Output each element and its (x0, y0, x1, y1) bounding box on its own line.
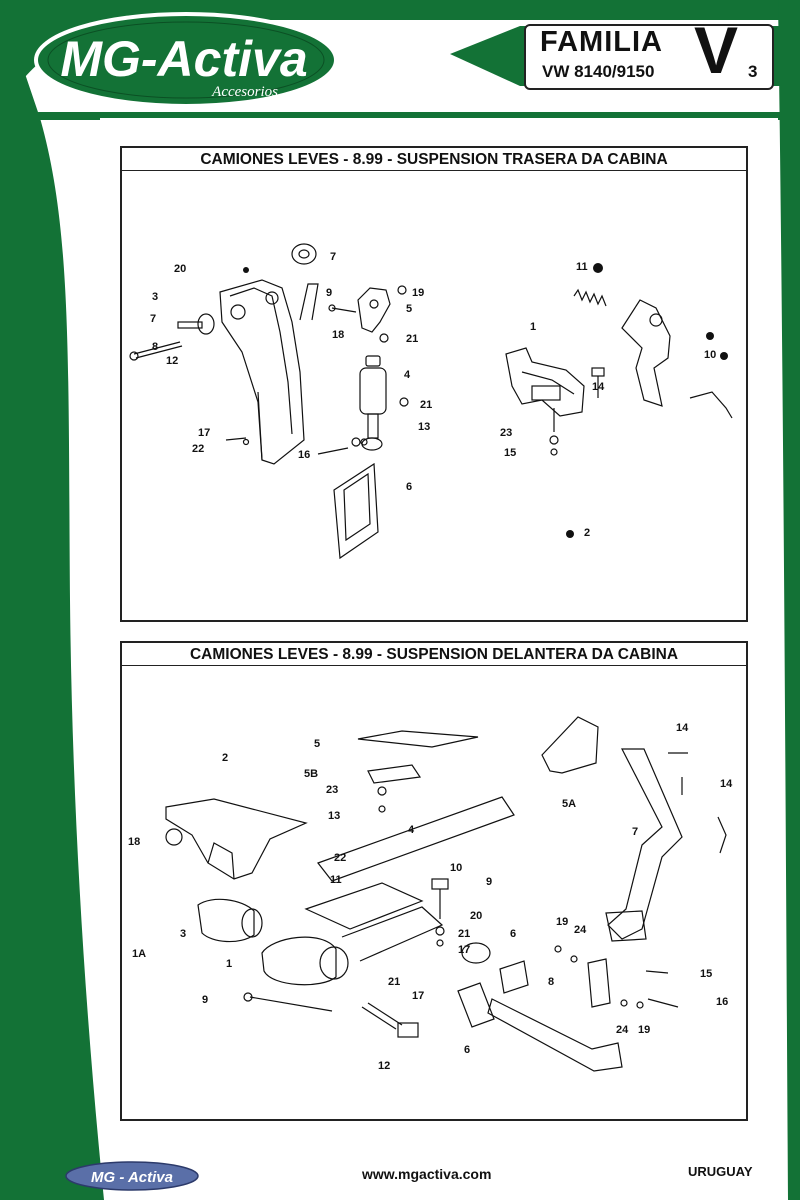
rear-suspension-diagram (129, 243, 733, 560)
front-callout: 21 (388, 976, 400, 988)
rear-callout: 11 (576, 261, 588, 273)
rear-callout: 6 (406, 481, 412, 493)
rear-callout: 21 (406, 333, 418, 345)
rear-callout: 1 (530, 321, 536, 333)
rear-callout: 10 (704, 349, 716, 361)
front-callout: 14 (676, 722, 689, 734)
rear-callout: 7 (330, 251, 336, 263)
front-callout: 18 (128, 836, 140, 848)
brand-subtitle: Accesorios (211, 84, 278, 100)
rear-callout: 5 (406, 303, 412, 315)
front-callout: 10 (450, 862, 462, 874)
rear-callout: 3 (152, 291, 158, 303)
front-callout: 21 (458, 928, 470, 940)
rear-callout: 22 (192, 443, 204, 455)
front-suspension-title-text: CAMIONES LEVES - 8.99 - SUSPENSION DELAN… (122, 643, 746, 666)
rear-suspension-panel: CAMIONES LEVES - 8.99 - SUSPENSION TRASE… (120, 146, 748, 622)
front-callout: 1A (132, 948, 146, 960)
rear-callout: 18 (332, 329, 344, 341)
footer-logo: MG - Activa (65, 1161, 199, 1191)
front-callout: 1 (226, 958, 232, 970)
front-callout: 7 (632, 826, 638, 838)
rear-callout: 19 (412, 287, 424, 299)
brand-logo: MG-Activa Accesorios (34, 12, 338, 108)
rear-callout: 15 (504, 447, 516, 459)
rear-suspension-title: CAMIONES LEVES - 8.99 - SUSPENSION TRASE… (122, 148, 746, 171)
rear-callouts: 20 7 3 9 19 5 7 18 8 12 21 4 21 17 13 22… (150, 251, 716, 539)
front-callout: 4 (408, 824, 415, 836)
front-callout: 14 (720, 778, 733, 790)
front-callout: 24 (616, 1024, 629, 1036)
front-callout: 2 (222, 752, 228, 764)
footer-url[interactable]: www.mgactiva.com (362, 1166, 492, 1182)
front-callout: 22 (334, 852, 346, 864)
front-callout: 20 (470, 910, 482, 922)
rear-callout: 7 (150, 313, 156, 325)
footer-country: URUGUAY (688, 1164, 753, 1179)
front-callout: 19 (638, 1024, 650, 1036)
front-callout: 19 (556, 916, 568, 928)
front-callout: 9 (486, 876, 492, 888)
front-callout: 3 (180, 928, 186, 940)
family-badge (524, 24, 774, 90)
front-callout: 9 (202, 994, 208, 1006)
front-callout: 24 (574, 924, 587, 936)
rear-callout: 20 (174, 263, 186, 275)
rear-callout: 4 (404, 369, 411, 381)
rear-callout: 8 (152, 341, 158, 353)
front-callout: 11 (330, 874, 342, 886)
front-callout: 17 (458, 944, 470, 956)
rear-callout: 2 (584, 527, 590, 539)
rear-callout: 14 (592, 381, 605, 393)
front-callout: 5A (562, 798, 576, 810)
front-callout: 17 (412, 990, 424, 1002)
front-suspension-panel (120, 641, 748, 1121)
front-callout: 12 (378, 1060, 390, 1072)
rear-callout: 13 (418, 421, 430, 433)
family-label: FAMILIA (540, 26, 663, 58)
front-callout: 23 (326, 784, 338, 796)
family-letter: V (694, 13, 739, 87)
front-callout: 8 (548, 976, 554, 988)
front-callout: 6 (464, 1044, 470, 1056)
rear-callout: 23 (500, 427, 512, 439)
front-callout: 16 (716, 996, 728, 1008)
rear-callout: 17 (198, 427, 210, 439)
model-label: VW 8140/9150 (542, 62, 655, 81)
front-suspension-diagram (165, 716, 727, 1072)
front-callouts: 5 5B 23 13 2 4 14 5A 14 7 18 22 11 10 9 … (128, 722, 733, 1072)
front-callout: 13 (328, 810, 340, 822)
footer-brand: MG - Activa (91, 1169, 173, 1186)
front-callout: 5 (314, 738, 320, 750)
rear-callout: 21 (420, 399, 432, 411)
front-callout: 15 (700, 968, 712, 980)
brand-name: MG-Activa (60, 31, 307, 87)
page-number: 3 (748, 62, 758, 81)
front-callout: 5B (304, 768, 318, 780)
rear-callout: 9 (326, 287, 332, 299)
rear-callout: 12 (166, 355, 178, 367)
rear-callout: 16 (298, 449, 310, 461)
front-callout: 6 (510, 928, 516, 940)
